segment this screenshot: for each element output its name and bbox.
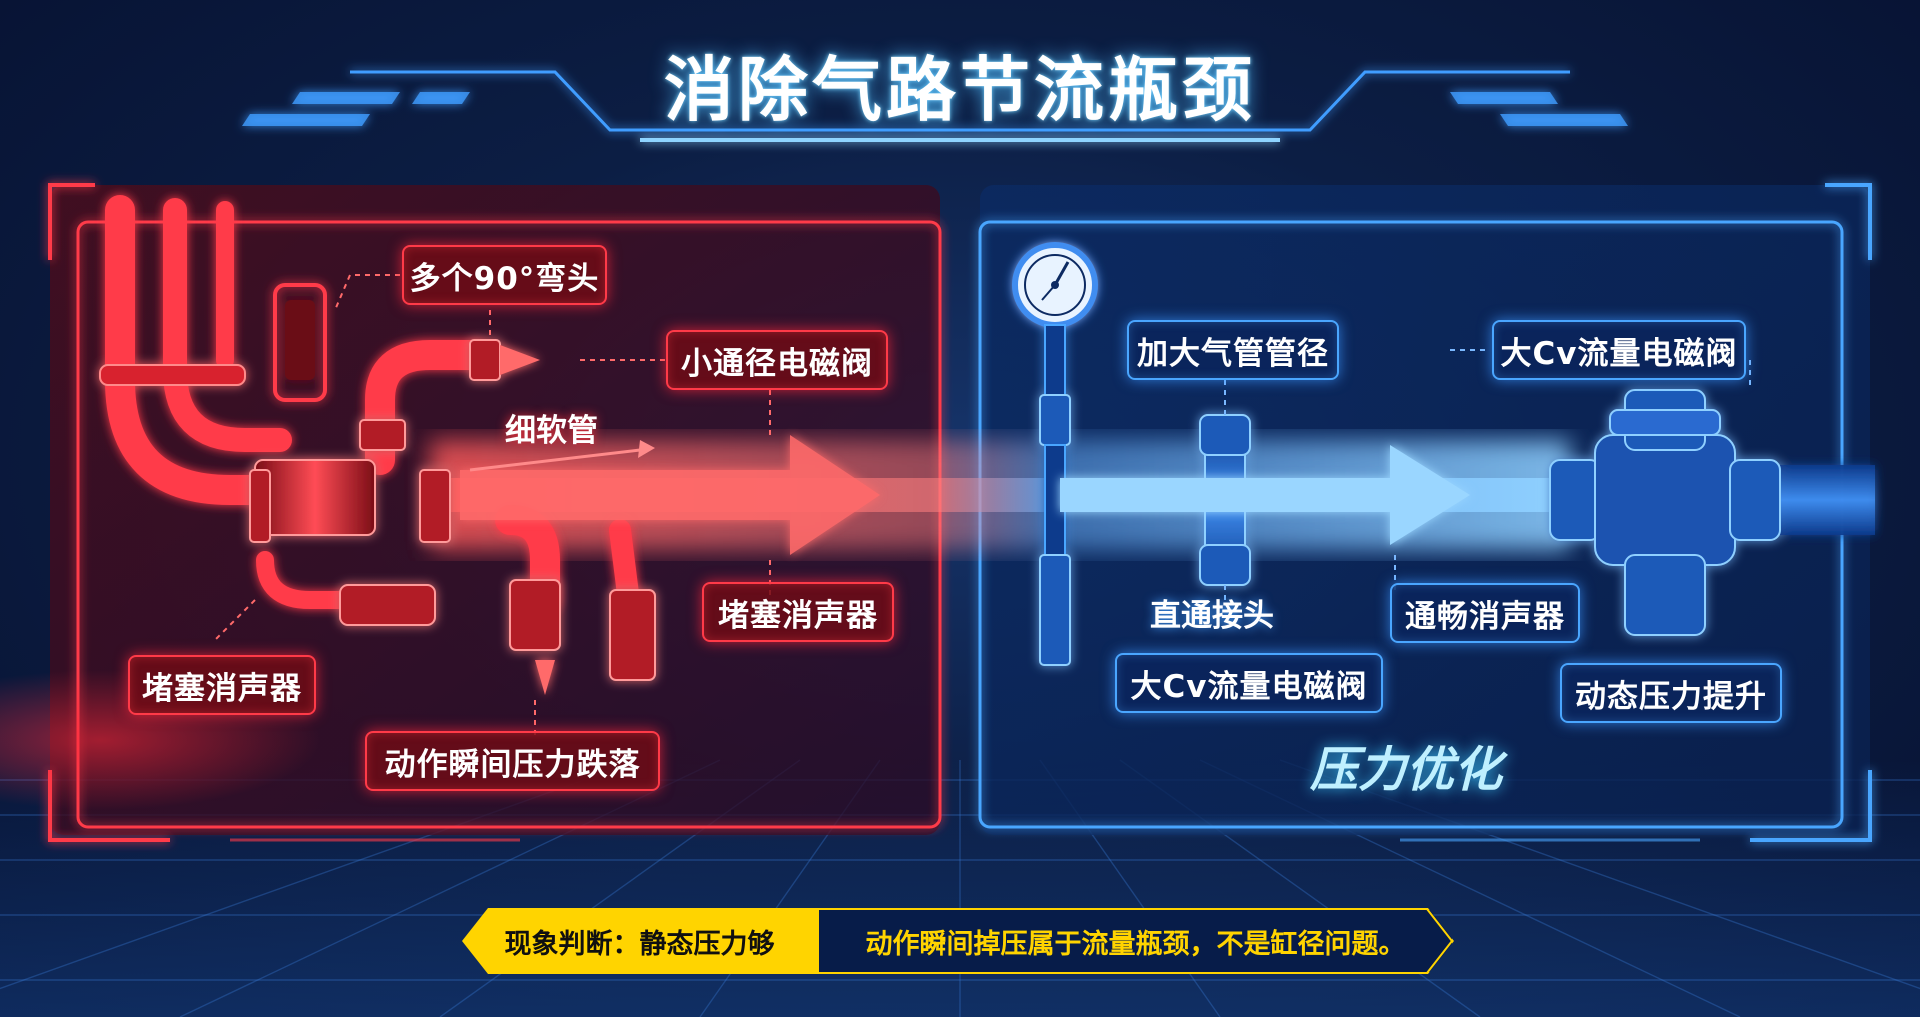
red-valve-body xyxy=(249,283,656,695)
label-dynamic-pressure: 动态压力提升 xyxy=(1560,663,1782,723)
banner-observation: 现象判断：静态压力够 xyxy=(462,908,817,974)
red-arrows xyxy=(460,435,880,555)
label-straight-fitting: 直通接头 xyxy=(1150,598,1274,634)
label-bigger-pipe: 加大气管管径 xyxy=(1127,320,1339,380)
pressure-optimized-badge: 压力优化 xyxy=(1310,742,1503,798)
label-small-valve: 小通径电磁阀 xyxy=(666,330,888,390)
label-muffler-left: 堵塞消声器 xyxy=(128,655,316,715)
banner-conclusion: 动作瞬间掉压属于流量瓶颈，不是缸径问题。 xyxy=(817,908,1454,974)
blue-cross-valve xyxy=(1549,389,1875,636)
blue-pressure-gauge xyxy=(1012,242,1098,666)
label-muffler-right: 堵塞消声器 xyxy=(702,582,894,642)
red-piping xyxy=(99,195,641,621)
title-frame xyxy=(242,70,1628,142)
page-title: 消除气路节流瓶颈 xyxy=(664,49,1256,131)
label-elbows: 多个90°弯头 xyxy=(402,245,607,305)
blue-leader-lines xyxy=(1224,349,1751,600)
label-thin-hose: 细软管 xyxy=(505,413,598,449)
label-pressure-drop: 动作瞬间压力跌落 xyxy=(365,731,660,791)
conclusion-banner: 现象判断：静态压力够 动作瞬间掉压属于流量瓶颈，不是缸径问题。 xyxy=(462,908,1454,974)
label-big-cv-valve-bottom: 大Cv流量电磁阀 xyxy=(1115,653,1383,713)
label-big-cv-valve-top: 大Cv流量电磁阀 xyxy=(1492,320,1746,380)
blue-arrow xyxy=(1060,445,1470,545)
label-clear-muffler: 通畅消声器 xyxy=(1390,583,1580,643)
